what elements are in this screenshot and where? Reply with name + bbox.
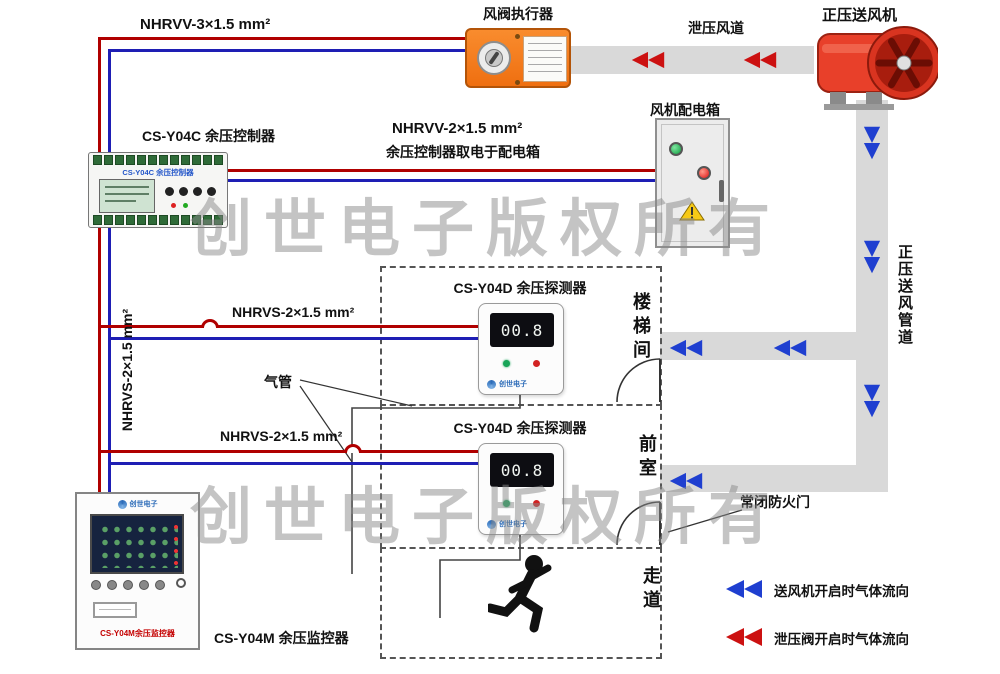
fan-title: 正压送风机: [822, 7, 898, 24]
alarm-led-column: [173, 521, 179, 567]
supply-flow-arrow-left: [669, 339, 703, 357]
controller-led-green: [183, 203, 188, 208]
cable-label-detector1: NHRVS-2×1.5 mm²: [232, 304, 355, 320]
pressure-detector-frontroom: 00.8 创世电子: [478, 443, 564, 535]
run-led-icon: [503, 500, 510, 507]
supply-duct-vertical: [856, 100, 888, 492]
alarm-lamp-icon: [697, 166, 711, 180]
door-handle-icon: [719, 180, 724, 202]
run-lamp-icon: [669, 142, 683, 156]
wire-red-actuator: [98, 37, 505, 40]
legend-supply-arrow: [726, 580, 762, 598]
detector2-title: CS-Y04D 余压探测器: [453, 420, 587, 436]
room-label-stairwell: 楼梯间: [631, 292, 651, 364]
monitor-title: CS-Y04M 余压监控器: [214, 630, 349, 646]
detector-lcd: 00.8: [490, 313, 554, 347]
wire-blue-detector2: [108, 462, 478, 465]
wire-blue-actuator: [108, 49, 468, 52]
brand-text: 创世电子: [499, 521, 527, 528]
screw-icon: [515, 34, 520, 39]
cable-label-power: NHRVV-2×1.5 mm²: [392, 120, 523, 137]
damper-actuator: [465, 28, 571, 88]
pressure-detector-stairwell: 00.8 创世电子: [478, 303, 564, 395]
air-tube-label: 气管: [264, 374, 292, 390]
run-led-icon: [503, 360, 510, 367]
brand-swirl-icon: [117, 499, 127, 509]
actuator-dial-icon: [477, 41, 511, 75]
relief-duct-label: 泄压风道: [688, 20, 744, 36]
lcd-value: 00.8: [500, 460, 544, 480]
terminal-row: [93, 215, 223, 225]
power-box-title: 风机配电箱: [650, 102, 720, 118]
room-label-frontroom: 前室: [637, 434, 657, 482]
brand-swirl-icon: [487, 519, 496, 529]
wire-crossover-hop: [201, 319, 219, 328]
fan-power-box: [655, 118, 730, 248]
actuator-title: 风阀执行器: [483, 6, 553, 22]
actuator-nameplate: [523, 36, 567, 82]
controller-face-label: CS-Y04C 余压控制器: [122, 168, 194, 177]
wire-red-detector2: [98, 450, 478, 453]
warning-triangle-icon: [679, 201, 705, 221]
supply-flow-arrow-left: [669, 472, 703, 490]
brand-logo: 创世电子: [487, 379, 527, 389]
screw-icon: [515, 80, 520, 85]
alarm-led-icon: [533, 360, 540, 367]
function-buttons: [91, 580, 165, 590]
cable-label-actuator: NHRVV-3×1.5 mm²: [140, 16, 271, 33]
cable-label-detector2: NHRVS-2×1.5 mm²: [220, 428, 343, 444]
supply-flow-arrow-left: [773, 339, 807, 357]
wire-red-detector1: [98, 325, 478, 328]
cable-label-riser: NHRVS-2×1.5 mm²: [119, 308, 135, 432]
supply-duct-label: 正压送风管道: [896, 244, 913, 346]
controller-button: [207, 187, 216, 196]
cabinet-model-label: CS-Y04M余压监控器: [100, 629, 175, 638]
controller-led-red: [171, 203, 176, 208]
lcd-value: 00.8: [500, 320, 544, 340]
printer-slot: [93, 602, 137, 618]
fire-door-label: 常闭防火门: [740, 494, 810, 510]
supply-flow-arrow-down: [863, 384, 881, 418]
detector1-title: CS-Y04D 余压探测器: [453, 280, 587, 296]
pressurization-fan: [817, 26, 938, 110]
alarm-led-icon: [533, 500, 540, 507]
cable-note-power: 余压控制器取电于配电箱: [386, 144, 540, 160]
room-box-corridor: [380, 547, 662, 659]
pressure-controller: CS-Y04C 余压控制器: [88, 152, 228, 228]
legend-supply-text: 送风机开启时气体流向: [774, 584, 909, 599]
terminal-row: [93, 155, 223, 165]
controller-button: [165, 187, 174, 196]
detector-lcd: 00.8: [490, 453, 554, 487]
supply-flow-arrow-down: [863, 126, 881, 160]
wire-red-riser: [98, 37, 101, 492]
controller-screen: [99, 179, 155, 213]
controller-button: [193, 187, 202, 196]
legend-relief-arrow: [726, 628, 762, 646]
running-person-icon: [488, 555, 552, 633]
wire-blue-riser: [108, 49, 111, 492]
controller-button: [179, 187, 188, 196]
controller-title: CS-Y04C 余压控制器: [142, 128, 276, 144]
wire-crossover-hop: [344, 444, 362, 453]
legend-relief-text: 泄压阀开启时气体流向: [774, 632, 909, 647]
wire-blue-detector1: [108, 337, 478, 340]
brand-text: 创世电子: [499, 381, 527, 388]
lock-icon: [176, 578, 186, 588]
power-box-door: [661, 124, 724, 242]
brand-text: 创世电子: [129, 501, 158, 508]
brand-swirl-icon: [487, 379, 496, 389]
supply-flow-arrow-down: [863, 240, 881, 274]
brand-logo: 创世电子: [487, 519, 527, 529]
relief-flow-arrow: [631, 51, 665, 69]
wire-red-power: [228, 169, 655, 172]
brand-logo: 创世电子: [77, 499, 198, 509]
pressure-monitor-cabinet: 创世电子 CS-Y04M余压监控器: [75, 492, 200, 650]
monitor-screen: [90, 514, 184, 574]
zone-button-grid: [96, 520, 178, 568]
room-label-corridor: 走道: [641, 566, 661, 614]
fire-door-leader: [667, 509, 743, 533]
relief-flow-arrow: [743, 51, 777, 69]
wire-blue-power: [228, 179, 655, 182]
